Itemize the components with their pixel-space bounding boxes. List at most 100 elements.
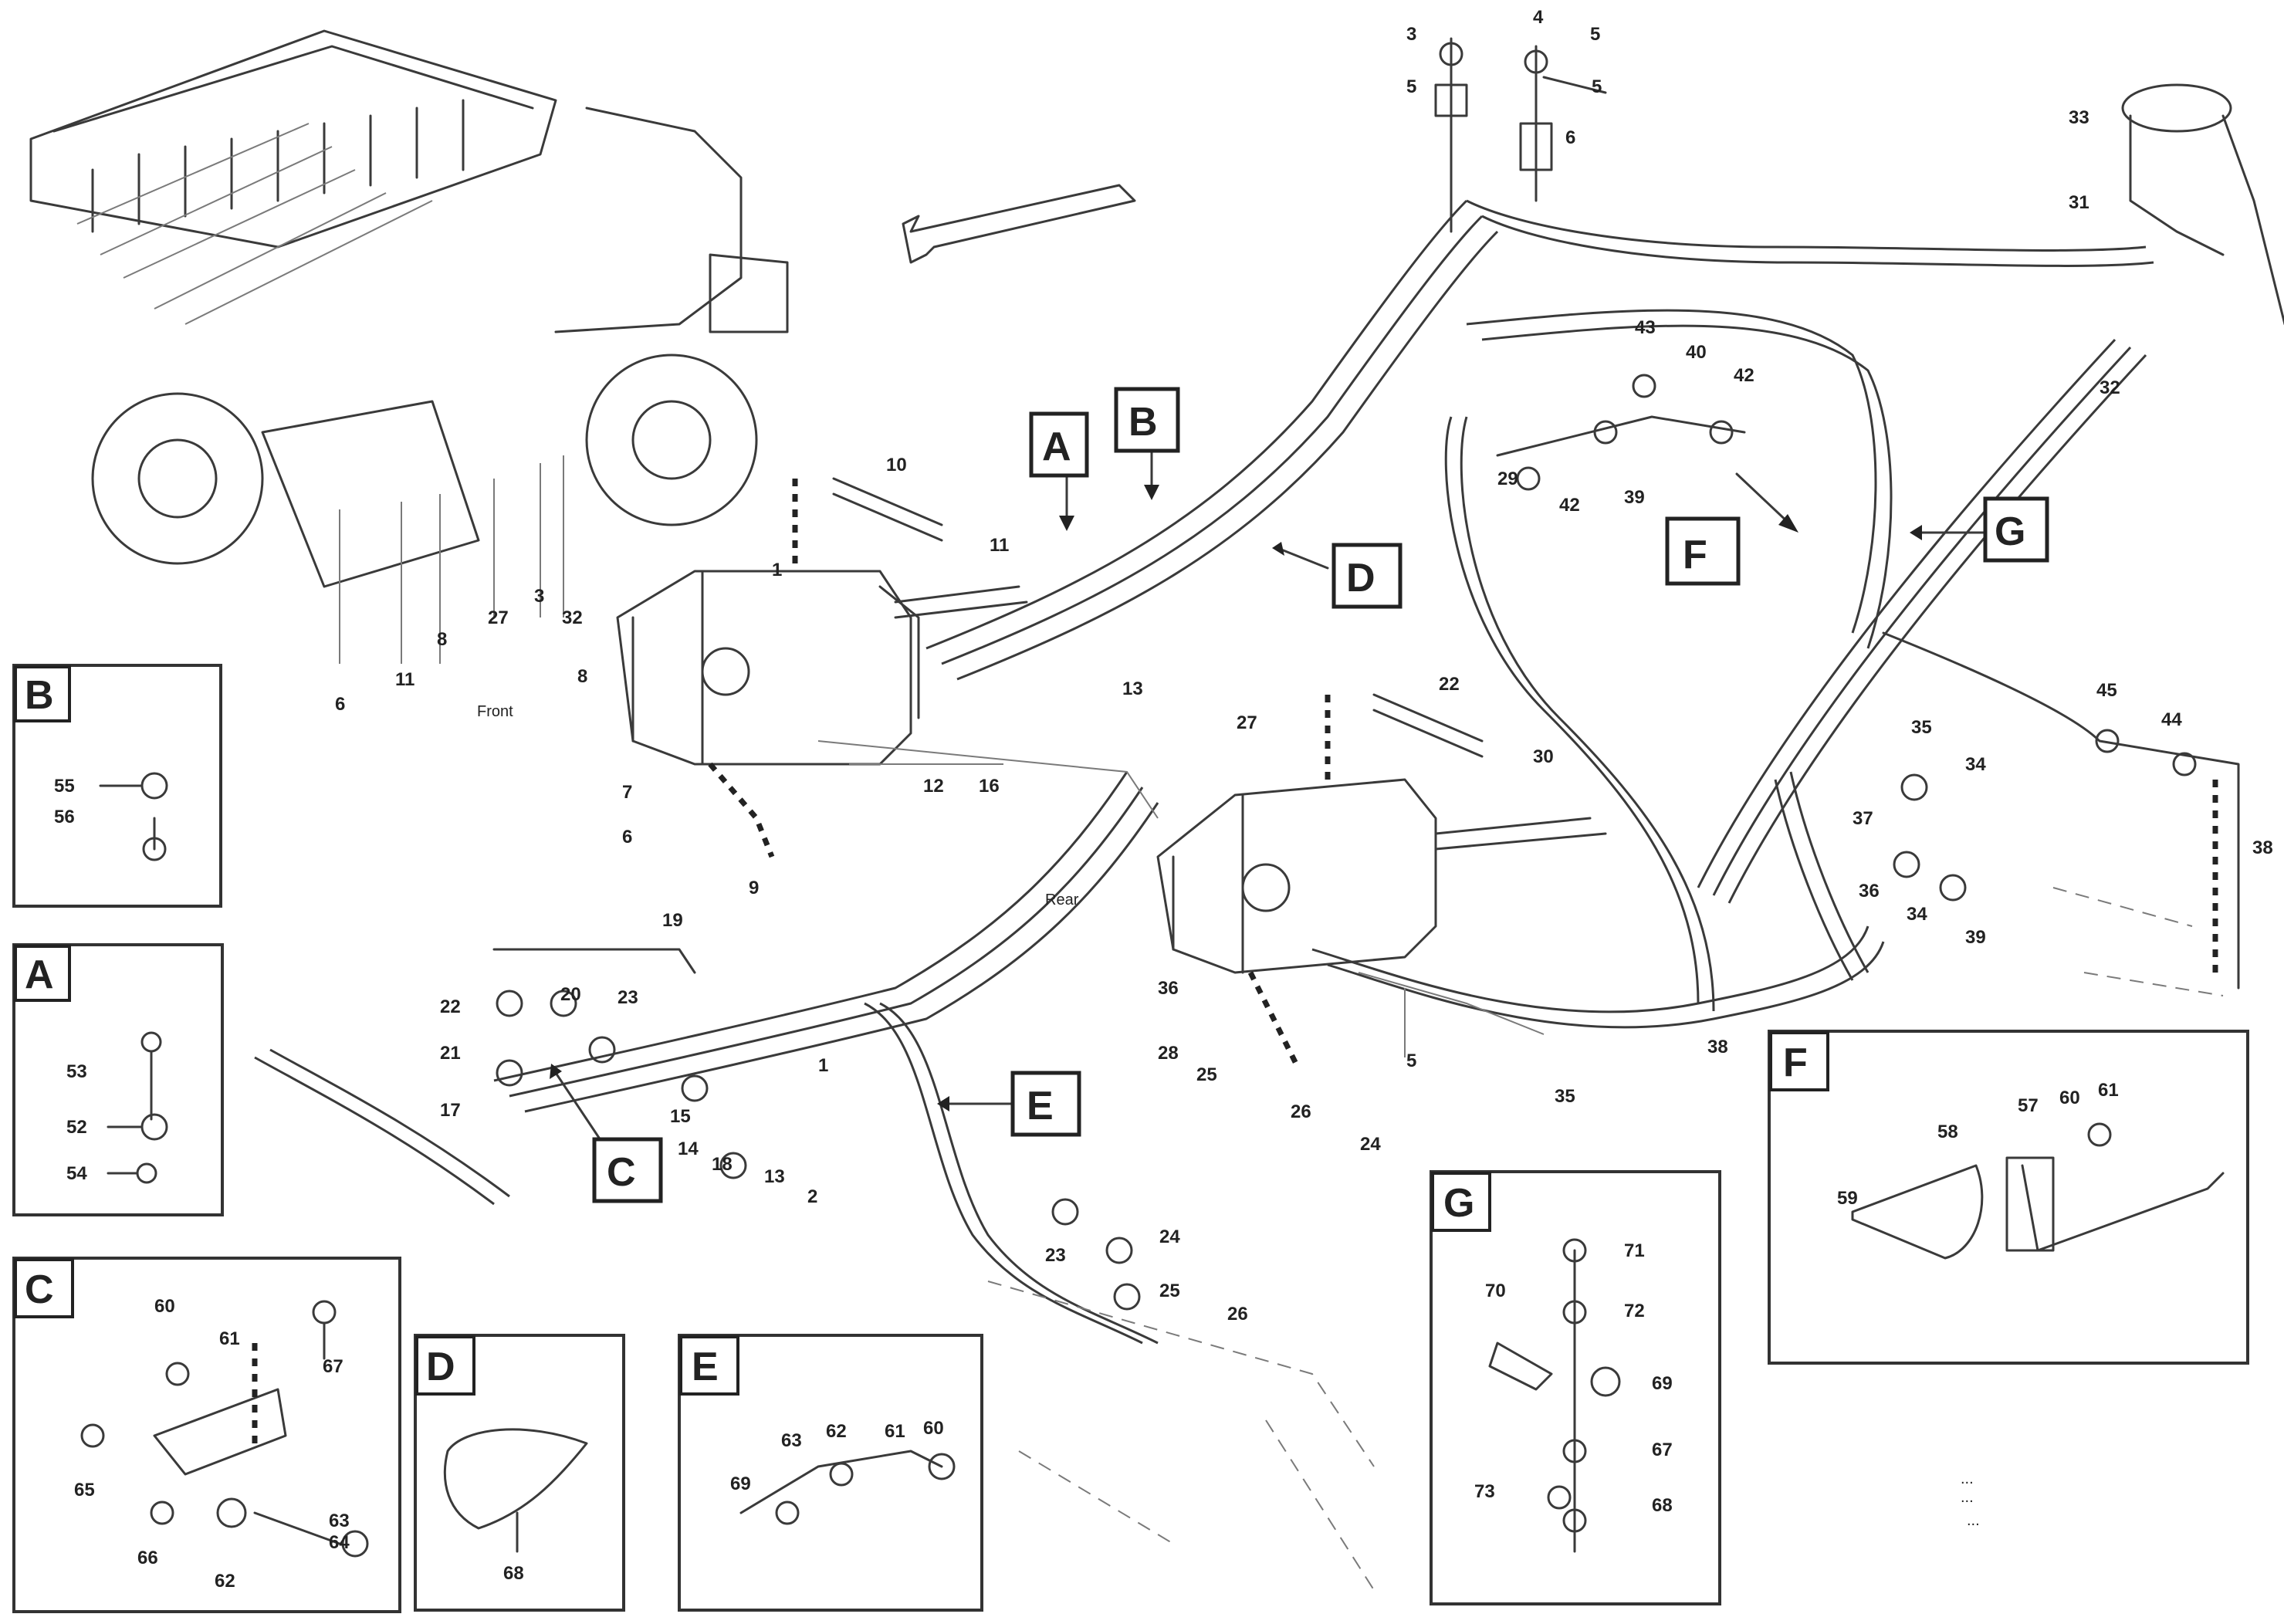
svg-text:9: 9 bbox=[749, 878, 759, 898]
svg-text:19: 19 bbox=[662, 910, 683, 931]
svg-text:B: B bbox=[25, 673, 54, 718]
svg-text:58: 58 bbox=[1937, 1122, 1958, 1142]
callout-A: A bbox=[1029, 411, 1089, 531]
svg-text:60: 60 bbox=[154, 1296, 175, 1317]
svg-text:10: 10 bbox=[886, 455, 907, 475]
svg-text:39: 39 bbox=[1965, 927, 1986, 948]
rear-annotation: Rear bbox=[1045, 892, 1079, 908]
svg-text:24: 24 bbox=[1159, 1226, 1180, 1247]
svg-text:52: 52 bbox=[66, 1117, 87, 1138]
c-group: 19 22 21 20 23 17 15 14 18 1 13 2 bbox=[440, 910, 828, 1207]
svg-text:65: 65 bbox=[74, 1480, 95, 1501]
svg-text:54: 54 bbox=[66, 1163, 87, 1184]
svg-text:A: A bbox=[1042, 425, 1071, 469]
svg-text:35: 35 bbox=[1555, 1086, 1575, 1107]
svg-text:1: 1 bbox=[772, 560, 782, 580]
svg-text:25: 25 bbox=[1196, 1064, 1217, 1085]
svg-text:12: 12 bbox=[923, 776, 944, 797]
footer-line-2: ... bbox=[1961, 1489, 1974, 1506]
hose-lines bbox=[254, 199, 2154, 1345]
rear-pump: 27 22 30 38 35 36 28 25 26 5 24 Rear bbox=[1045, 674, 1728, 1155]
svg-text:8: 8 bbox=[437, 629, 447, 650]
svg-text:D: D bbox=[426, 1345, 455, 1389]
svg-text:E: E bbox=[1027, 1084, 1054, 1128]
svg-text:30: 30 bbox=[1533, 746, 1554, 767]
front-pump: 10 11 1 13 8 7 6 9 12 16 Front bbox=[477, 455, 1159, 898]
svg-text:23: 23 bbox=[1045, 1245, 1066, 1266]
svg-text:61: 61 bbox=[2098, 1080, 2119, 1101]
callout-C: C bbox=[550, 1064, 663, 1203]
svg-text:G: G bbox=[1443, 1181, 1474, 1226]
svg-text:72: 72 bbox=[1624, 1301, 1645, 1321]
inset-C: C 60 61 67 65 66 62 63 64 bbox=[12, 1257, 401, 1613]
svg-text:6: 6 bbox=[335, 694, 345, 715]
svg-text:43: 43 bbox=[1635, 317, 1656, 338]
svg-text:24: 24 bbox=[1360, 1134, 1381, 1155]
svg-text:6: 6 bbox=[1565, 127, 1575, 148]
svg-text:18: 18 bbox=[712, 1154, 733, 1175]
svg-text:37: 37 bbox=[1853, 808, 1873, 829]
svg-text:F: F bbox=[1783, 1040, 1808, 1085]
svg-text:1: 1 bbox=[818, 1055, 828, 1076]
svg-text:34: 34 bbox=[1907, 904, 1927, 925]
svg-text:38: 38 bbox=[2252, 837, 2273, 858]
svg-text:13: 13 bbox=[764, 1166, 785, 1187]
svg-text:D: D bbox=[1346, 556, 1375, 601]
svg-text:E: E bbox=[692, 1345, 719, 1389]
svg-text:71: 71 bbox=[1624, 1240, 1645, 1261]
svg-text:55: 55 bbox=[54, 776, 75, 797]
svg-text:8: 8 bbox=[577, 666, 587, 687]
svg-text:F: F bbox=[1683, 533, 1707, 577]
svg-text:27: 27 bbox=[488, 607, 509, 628]
svg-text:C: C bbox=[607, 1150, 636, 1195]
callout-B: B bbox=[1114, 387, 1180, 500]
svg-text:14: 14 bbox=[678, 1138, 699, 1159]
g-right-fittings: 45 44 38 bbox=[1882, 631, 2273, 990]
svg-text:33: 33 bbox=[2069, 107, 2089, 128]
svg-text:27: 27 bbox=[1237, 712, 1257, 733]
inset-E: E 69 63 62 61 60 bbox=[678, 1334, 983, 1612]
svg-text:26: 26 bbox=[1227, 1304, 1248, 1325]
direction-arrow bbox=[902, 184, 1136, 264]
svg-text:G: G bbox=[1995, 509, 2025, 554]
svg-text:68: 68 bbox=[1652, 1495, 1673, 1516]
svg-text:59: 59 bbox=[1837, 1188, 1858, 1209]
svg-text:56: 56 bbox=[54, 807, 75, 827]
svg-text:64: 64 bbox=[329, 1532, 350, 1553]
svg-text:2: 2 bbox=[807, 1186, 817, 1207]
top-fittings bbox=[1434, 37, 2284, 326]
svg-text:5: 5 bbox=[1406, 1051, 1416, 1071]
svg-text:34: 34 bbox=[1965, 754, 1986, 775]
machine-overview bbox=[29, 29, 789, 664]
svg-text:3: 3 bbox=[1406, 24, 1416, 45]
e-group: 23 24 25 26 bbox=[1045, 1198, 1248, 1325]
machine-labels: 27 3 32 8 11 6 bbox=[335, 586, 583, 715]
svg-text:39: 39 bbox=[1624, 487, 1645, 508]
svg-text:61: 61 bbox=[219, 1328, 240, 1349]
svg-text:5: 5 bbox=[1590, 24, 1600, 45]
svg-text:61: 61 bbox=[885, 1421, 905, 1442]
svg-text:69: 69 bbox=[730, 1473, 751, 1494]
diagram-footer: ... ... ... bbox=[1961, 1470, 1980, 1529]
svg-text:36: 36 bbox=[1859, 881, 1880, 902]
svg-text:36: 36 bbox=[1158, 978, 1179, 999]
svg-text:35: 35 bbox=[1911, 717, 1932, 738]
svg-text:60: 60 bbox=[2059, 1088, 2080, 1108]
callout-F: F bbox=[1665, 472, 1798, 586]
front-annotation: Front bbox=[477, 703, 513, 720]
svg-text:6: 6 bbox=[622, 827, 632, 848]
base-outline bbox=[987, 887, 2224, 1591]
inset-D: D 68 bbox=[414, 1334, 625, 1612]
inset-G: G 71 70 72 69 67 73 68 bbox=[1430, 1170, 1721, 1605]
svg-text:11: 11 bbox=[990, 535, 1009, 556]
svg-text:44: 44 bbox=[2161, 709, 2182, 730]
svg-text:38: 38 bbox=[1707, 1037, 1728, 1057]
svg-text:42: 42 bbox=[1559, 495, 1580, 516]
svg-text:69: 69 bbox=[1652, 1373, 1673, 1394]
svg-text:45: 45 bbox=[2096, 680, 2117, 701]
callout-E: E bbox=[937, 1071, 1081, 1137]
svg-text:63: 63 bbox=[781, 1430, 802, 1451]
svg-text:7: 7 bbox=[622, 782, 632, 803]
svg-text:13: 13 bbox=[1122, 678, 1143, 699]
svg-text:21: 21 bbox=[440, 1043, 461, 1064]
